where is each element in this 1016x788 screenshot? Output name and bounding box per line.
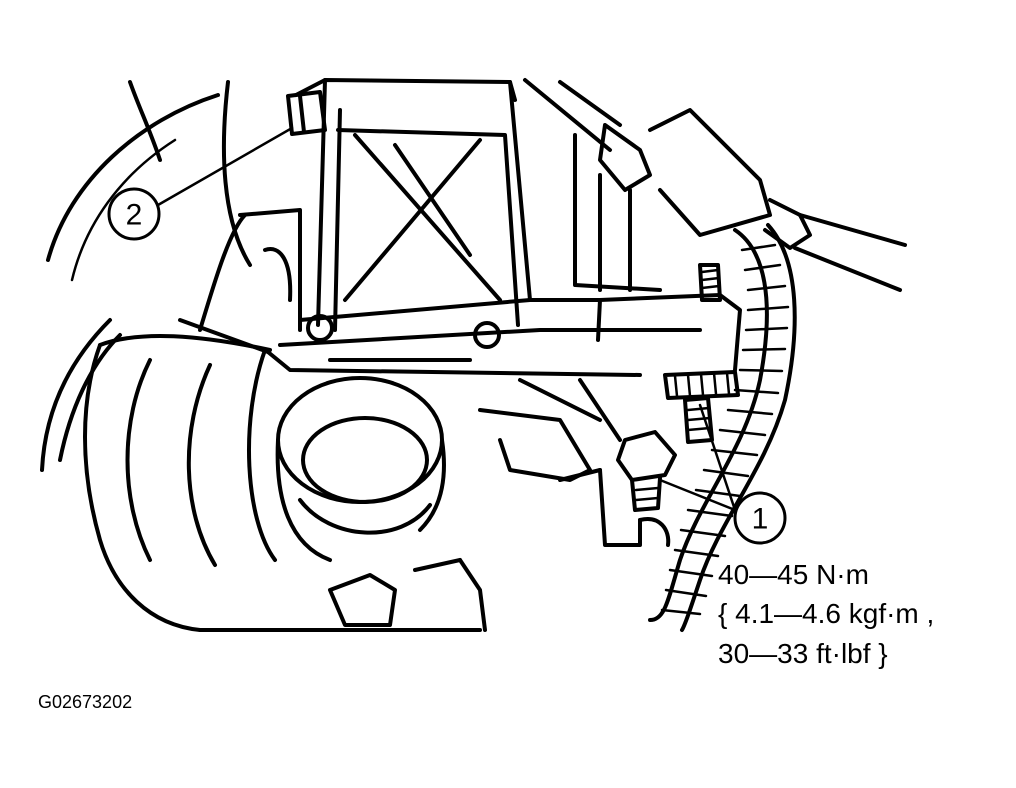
callout-2-label: 2 (126, 199, 143, 232)
upper-bolt (286, 90, 327, 136)
studs-and-nuts (616, 263, 740, 512)
sensor-connector (523, 78, 907, 292)
callout-2: 2 (107, 126, 294, 241)
torque-spec-nm: 40—45 N·m (718, 559, 869, 590)
torque-spec-ftlbf: 30—33 ft·lbf } (718, 638, 888, 669)
throttle-body-block (266, 78, 742, 377)
housing-details (178, 208, 302, 354)
intake-port (275, 376, 446, 562)
left-housing-arcs (40, 80, 252, 472)
figure-code: G02673202 (38, 692, 133, 712)
torque-spec-kgfm: { 4.1—4.6 kgf·m , (718, 598, 935, 629)
callout-1: 1 (658, 403, 787, 545)
callout-2-circle (107, 187, 161, 241)
corrugated-harness (648, 223, 797, 632)
mounting-holes (306, 314, 501, 349)
callout-1-label: 1 (752, 503, 769, 536)
callout-1-circle (733, 491, 787, 545)
